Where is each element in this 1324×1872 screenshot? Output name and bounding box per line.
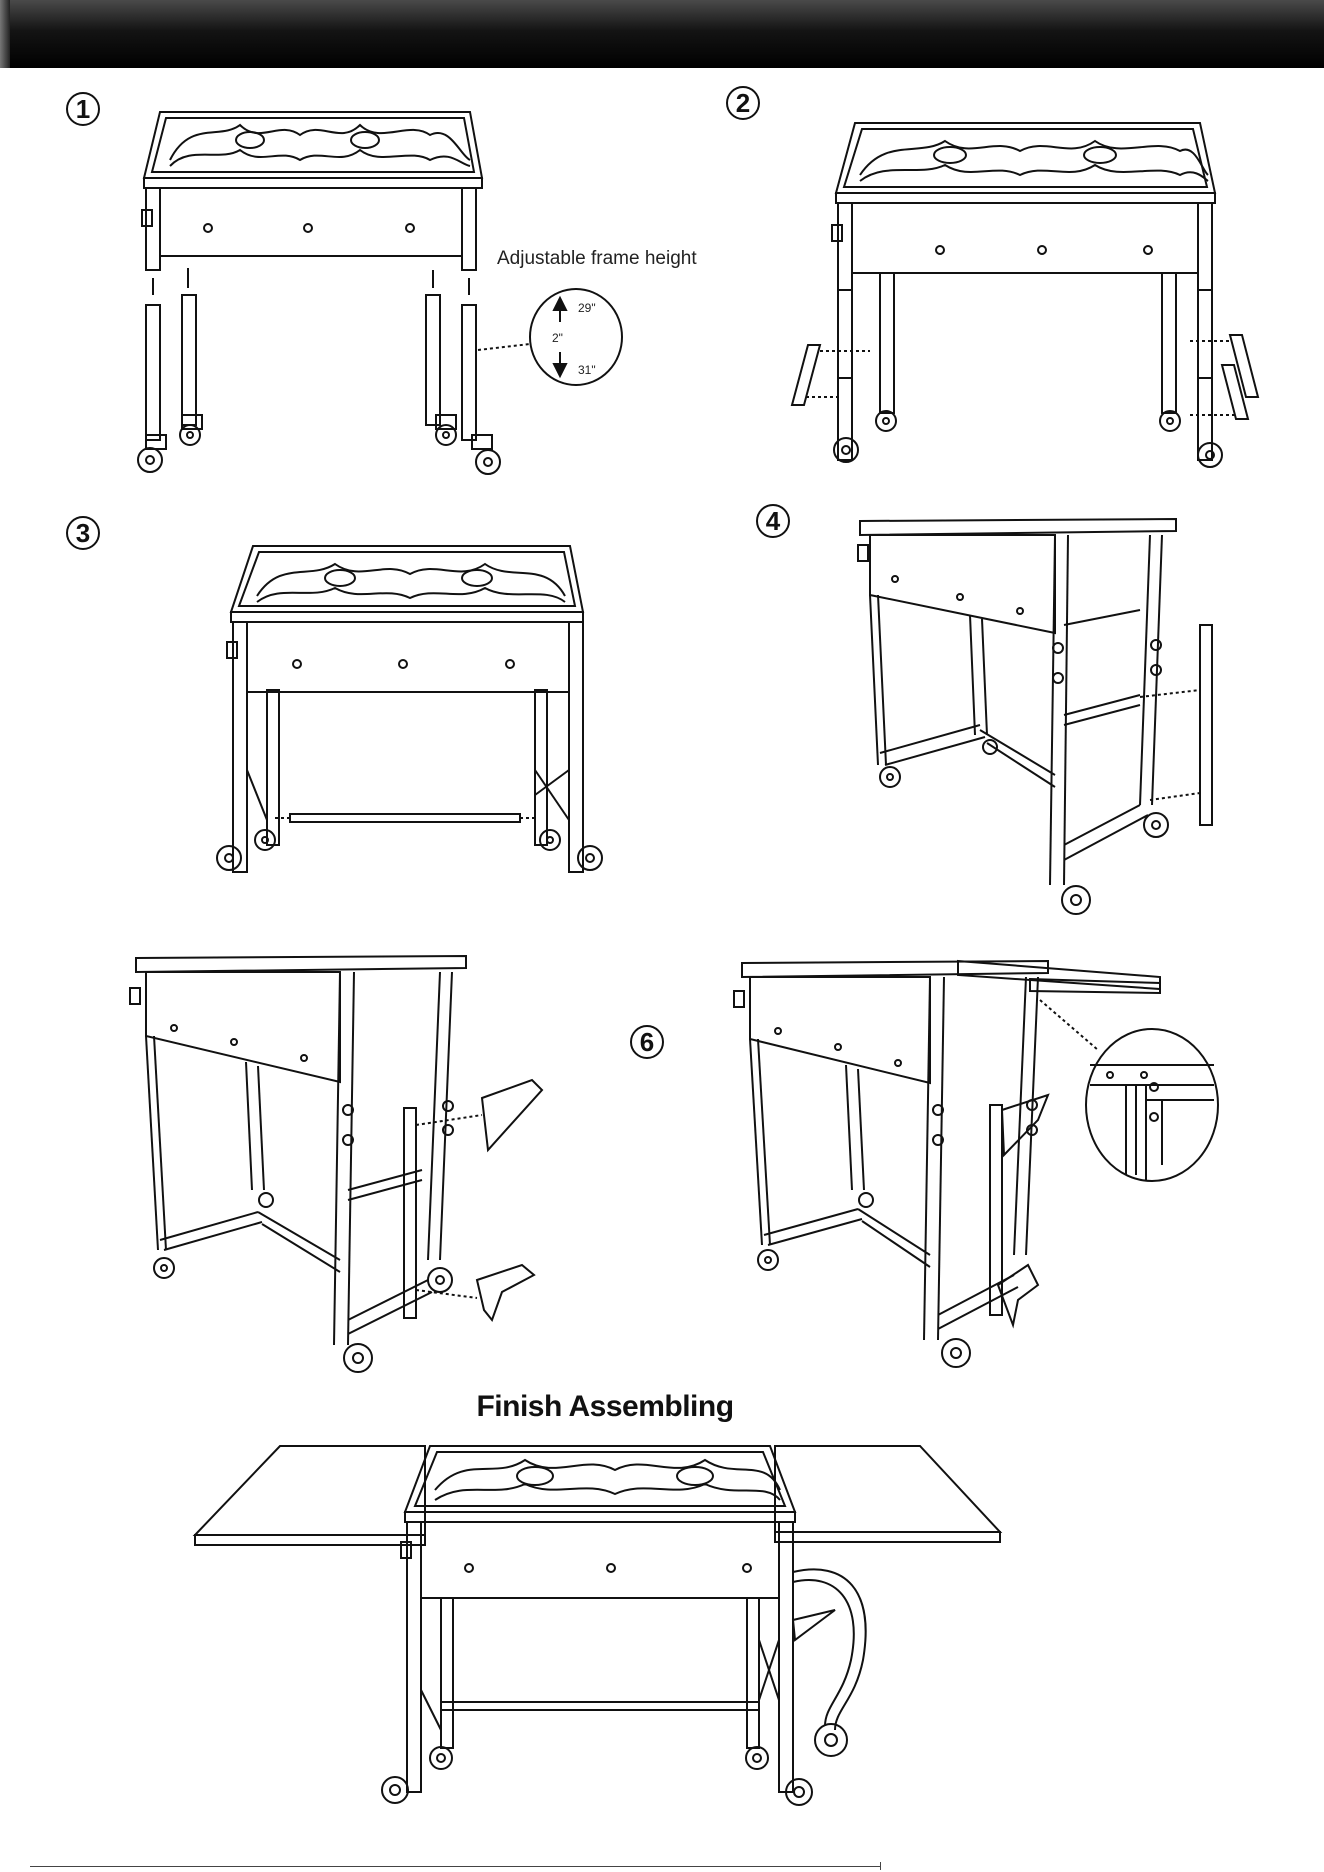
step-number-2: 2 <box>726 86 760 120</box>
figure-step-2 <box>810 115 1260 475</box>
step-number-1: 1 <box>66 92 100 126</box>
footer-rule <box>30 1866 880 1867</box>
figure-step-3 <box>215 540 605 885</box>
height-dial: 29" 2" 31" <box>526 282 626 392</box>
step-number-3: 3 <box>66 516 100 550</box>
step6-callout-leader <box>1040 1000 1100 1060</box>
step-number-6: 6 <box>630 1025 664 1059</box>
step-number-4: 4 <box>756 504 790 538</box>
figure-step-4 <box>850 515 1220 920</box>
figure-step-1 <box>130 100 510 485</box>
dial-middle-label: 2" <box>552 331 563 345</box>
header-bar-edge <box>0 0 10 68</box>
adjustable-height-caption: Adjustable frame height <box>497 248 697 270</box>
footer-tick <box>880 1862 881 1870</box>
step6-detail-callout <box>1082 1025 1222 1185</box>
arrow-up-icon <box>554 298 566 322</box>
dial-top-label: 29" <box>578 301 596 315</box>
finish-assembling-title: Finish Assembling <box>440 1390 770 1424</box>
wheel-icon <box>138 448 162 472</box>
figure-step-6 <box>728 955 1028 1375</box>
header-bar <box>0 0 1324 68</box>
arrow-down-icon <box>554 352 566 376</box>
dial-bottom-label: 31" <box>578 363 596 377</box>
figure-finish-assembling <box>195 1440 1005 1810</box>
figure-step-5 <box>122 950 562 1380</box>
